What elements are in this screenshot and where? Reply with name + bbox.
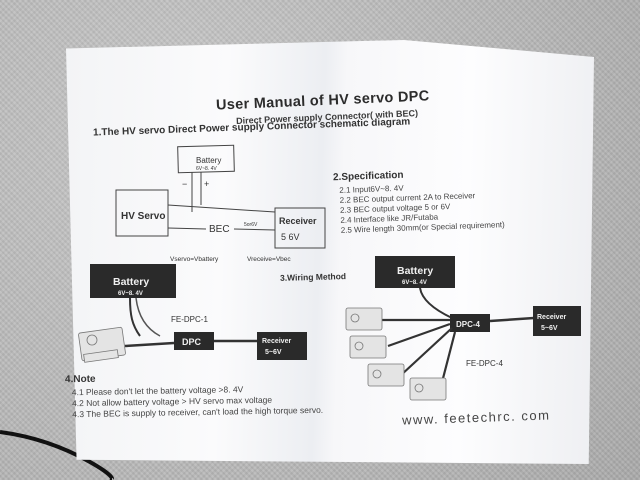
- w2-dpc-label: DPC-4: [456, 320, 481, 329]
- wiring-2-diagram: [345, 256, 581, 401]
- schem-minus-sign: −: [182, 179, 187, 189]
- w1-battery-voltage: 6V~8. 4V: [118, 291, 143, 297]
- schem-receiver-box: [274, 207, 326, 249]
- w2-receiver-block: [533, 306, 581, 336]
- schem-plus-sign: +: [204, 179, 209, 189]
- wiring-1-diagram: [78, 264, 307, 363]
- w1-battery-label: Battery: [113, 276, 149, 288]
- schem-wire-bec-left: [167, 227, 207, 230]
- w2-battery-block: [375, 256, 455, 288]
- w1-receiver-label: Receiver: [262, 338, 291, 345]
- w2-battery-label: Battery: [397, 265, 433, 277]
- w2-receiver-voltage: 5~6V: [541, 325, 558, 332]
- w1-servo-illustration: [78, 326, 126, 363]
- w1-battery-block: [90, 264, 176, 298]
- section-4-heading: 4.Note: [64, 373, 96, 386]
- w2-model-label: FE-DPC-4: [466, 359, 503, 368]
- manual-sheet: [66, 40, 594, 464]
- schem-wire-bec-right: [233, 228, 276, 231]
- w1-receiver-block: [257, 332, 307, 360]
- w2-receiver-label: Receiver: [537, 314, 566, 321]
- schem-servo-box: [115, 189, 169, 237]
- w2-dpc-block: [450, 314, 490, 332]
- schematic-diagram: [115, 144, 326, 249]
- schem-battery-box: [177, 144, 235, 174]
- schem-wire-top: [167, 204, 276, 213]
- schem-bec-output: 5or6V: [244, 222, 258, 228]
- w1-dpc-label: DPC: [182, 337, 202, 347]
- schem-receiver-label: Receiver: [279, 216, 317, 226]
- schem-receiver-voltage-eq: Vreceive=Vbec: [247, 256, 291, 263]
- schem-servo-label: HV Servo: [121, 211, 165, 222]
- w1-receiver-voltage: 5~6V: [265, 349, 282, 356]
- w2-servo-illustrations: [345, 307, 447, 401]
- w2-battery-voltage: 6V~8. 4V: [402, 280, 427, 286]
- schem-bec-label: BEC: [209, 224, 230, 235]
- schem-battery-voltage: 6V~8. 4V: [196, 166, 217, 172]
- schem-battery-label: Battery: [196, 156, 221, 165]
- schem-servo-voltage-eq: Vservo=Vbattery: [170, 256, 219, 263]
- section-3-heading: 3.Wiring Method: [279, 271, 347, 283]
- w1-dpc-block: [174, 332, 214, 350]
- spec-list: 2.1 Input6V~8. 4V 2.2 BEC output current…: [339, 180, 505, 236]
- w1-model-label: FE-DPC-1: [171, 315, 208, 324]
- schem-receiver-voltage: 5 6V: [281, 232, 300, 242]
- note-list: 4.1 Please don't let the battery voltage…: [72, 383, 323, 420]
